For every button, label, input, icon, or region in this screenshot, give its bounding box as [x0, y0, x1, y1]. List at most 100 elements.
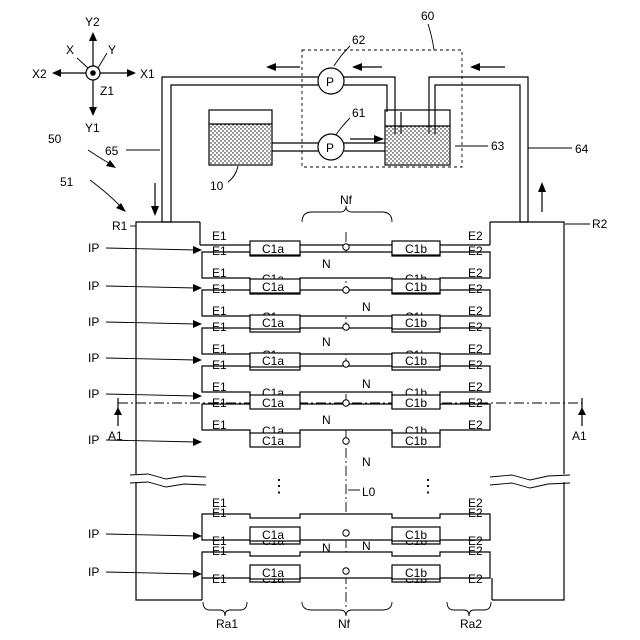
- label-E2: E2: [468, 304, 483, 318]
- label-C1a: C1a: [262, 316, 284, 330]
- ref-62: 62: [352, 33, 366, 47]
- ip-arrowhead: [193, 246, 202, 254]
- ip-leader-line: [106, 322, 196, 324]
- axis-label-y: Y: [108, 43, 116, 57]
- ip-leader-line: [106, 394, 196, 396]
- section-label-A1-left: A1: [108, 429, 123, 443]
- label-Ra1: Ra1: [216, 617, 238, 631]
- channel-wall: [202, 514, 490, 544]
- channel-wall: [202, 404, 490, 434]
- ref-10: 10: [210, 179, 224, 193]
- ip-leader-line: [106, 248, 196, 250]
- centerline-label: L0: [362, 485, 376, 499]
- ip-arrowhead: [193, 320, 202, 328]
- ip-arrowhead: [193, 356, 202, 364]
- label-C1b: C1b: [405, 316, 427, 330]
- nozzle-N: [343, 244, 349, 250]
- ink-channel-rows: E1E2C1aC1bE1E2C1aC1bE1E2C1aC1bE1E2C1aC1b…: [88, 229, 490, 586]
- label-N: N: [322, 257, 331, 271]
- channel-wall: [202, 552, 490, 582]
- label-Nf-bottom: Nf: [338, 617, 351, 631]
- label-E2: E2: [468, 380, 483, 394]
- ref-R2: R2: [592, 217, 608, 231]
- label-IP: IP: [88, 315, 99, 329]
- pump-61-label: P: [326, 141, 334, 155]
- label-E2: E2: [468, 266, 483, 280]
- ref-51: 51: [60, 175, 74, 189]
- label-IP: IP: [88, 351, 99, 365]
- axis-label-x2: X2: [32, 67, 47, 81]
- nozzle-N: [343, 361, 349, 367]
- ip-leader-line: [106, 358, 196, 360]
- label-E2: E2: [468, 229, 483, 243]
- channel-wall: [202, 328, 490, 358]
- ip-arrowhead: [193, 392, 202, 400]
- section-label-A1-right: A1: [572, 429, 587, 443]
- label-C1b: C1b: [405, 280, 427, 294]
- ip-leader-line: [106, 534, 196, 536]
- nozzle-N: [343, 400, 349, 406]
- liquid-supply-unit: P P: [209, 50, 462, 167]
- ip-arrowhead: [193, 284, 202, 292]
- nozzle-N: [343, 324, 349, 330]
- ref-50: 50: [48, 132, 62, 146]
- label-E2: E2: [468, 418, 483, 432]
- label-E2: E2: [468, 396, 483, 410]
- pump-62-label: P: [326, 75, 334, 89]
- label-IP: IP: [88, 565, 99, 579]
- ip-arrowhead: [193, 532, 202, 540]
- label-C1b: C1b: [405, 434, 427, 448]
- coordinate-axes: Y2 Y X X2 X1 Z1 Y1: [32, 15, 155, 135]
- label-E2: E2: [468, 244, 483, 258]
- label-E1: E1: [212, 496, 227, 510]
- label-C1b: C1b: [405, 354, 427, 368]
- axis-label-z1: Z1: [100, 84, 114, 98]
- label-E1: E1: [212, 266, 227, 280]
- label-IP: IP: [88, 279, 99, 293]
- label-N: N: [362, 455, 371, 469]
- nozzle-N: [343, 287, 349, 293]
- label-C1a: C1a: [262, 242, 284, 256]
- nozzle-N: [343, 568, 349, 574]
- label-C1b: C1b: [405, 242, 427, 256]
- nozzle-N: [343, 530, 349, 536]
- label-C1a: C1a: [262, 434, 284, 448]
- label-N: N: [362, 539, 371, 553]
- label-C1b: C1b: [405, 528, 427, 542]
- channel-wall: [202, 366, 490, 396]
- ip-leader-line: [106, 572, 196, 574]
- ref-64: 64: [575, 142, 589, 156]
- label-IP: IP: [88, 387, 99, 401]
- ellipsis-right: ⋮: [419, 476, 437, 496]
- label-Nf-top: Nf: [340, 193, 353, 207]
- axis-label-x: X: [66, 43, 74, 57]
- label-E2: E2: [468, 534, 483, 548]
- label-IP: IP: [88, 433, 99, 447]
- label-E2: E2: [468, 358, 483, 372]
- label-N: N: [322, 413, 331, 427]
- label-N: N: [362, 377, 371, 391]
- label-E2: E2: [468, 320, 483, 334]
- label-C1a: C1a: [262, 396, 284, 410]
- reference-labels: 50 51 65 64 R1 R2 60 62 61 63 10: [48, 9, 608, 233]
- axis-label-y2: Y2: [85, 15, 100, 29]
- ip-arrowhead: [193, 438, 202, 446]
- label-E1: E1: [212, 304, 227, 318]
- label-IP: IP: [88, 527, 99, 541]
- label-N: N: [322, 335, 331, 349]
- label-E2: E2: [468, 572, 483, 586]
- label-E1: E1: [212, 320, 227, 334]
- ref-65: 65: [105, 144, 119, 158]
- label-E2: E2: [468, 342, 483, 356]
- label-E1: E1: [212, 282, 227, 296]
- label-E1: E1: [212, 534, 227, 548]
- label-E1: E1: [212, 342, 227, 356]
- ellipsis-left: ⋮: [270, 476, 288, 496]
- label-E1: E1: [212, 572, 227, 586]
- ip-arrowhead: [193, 570, 202, 578]
- label-E1: E1: [212, 358, 227, 372]
- axis-label-y1: Y1: [85, 121, 100, 135]
- label-C1a: C1a: [262, 528, 284, 542]
